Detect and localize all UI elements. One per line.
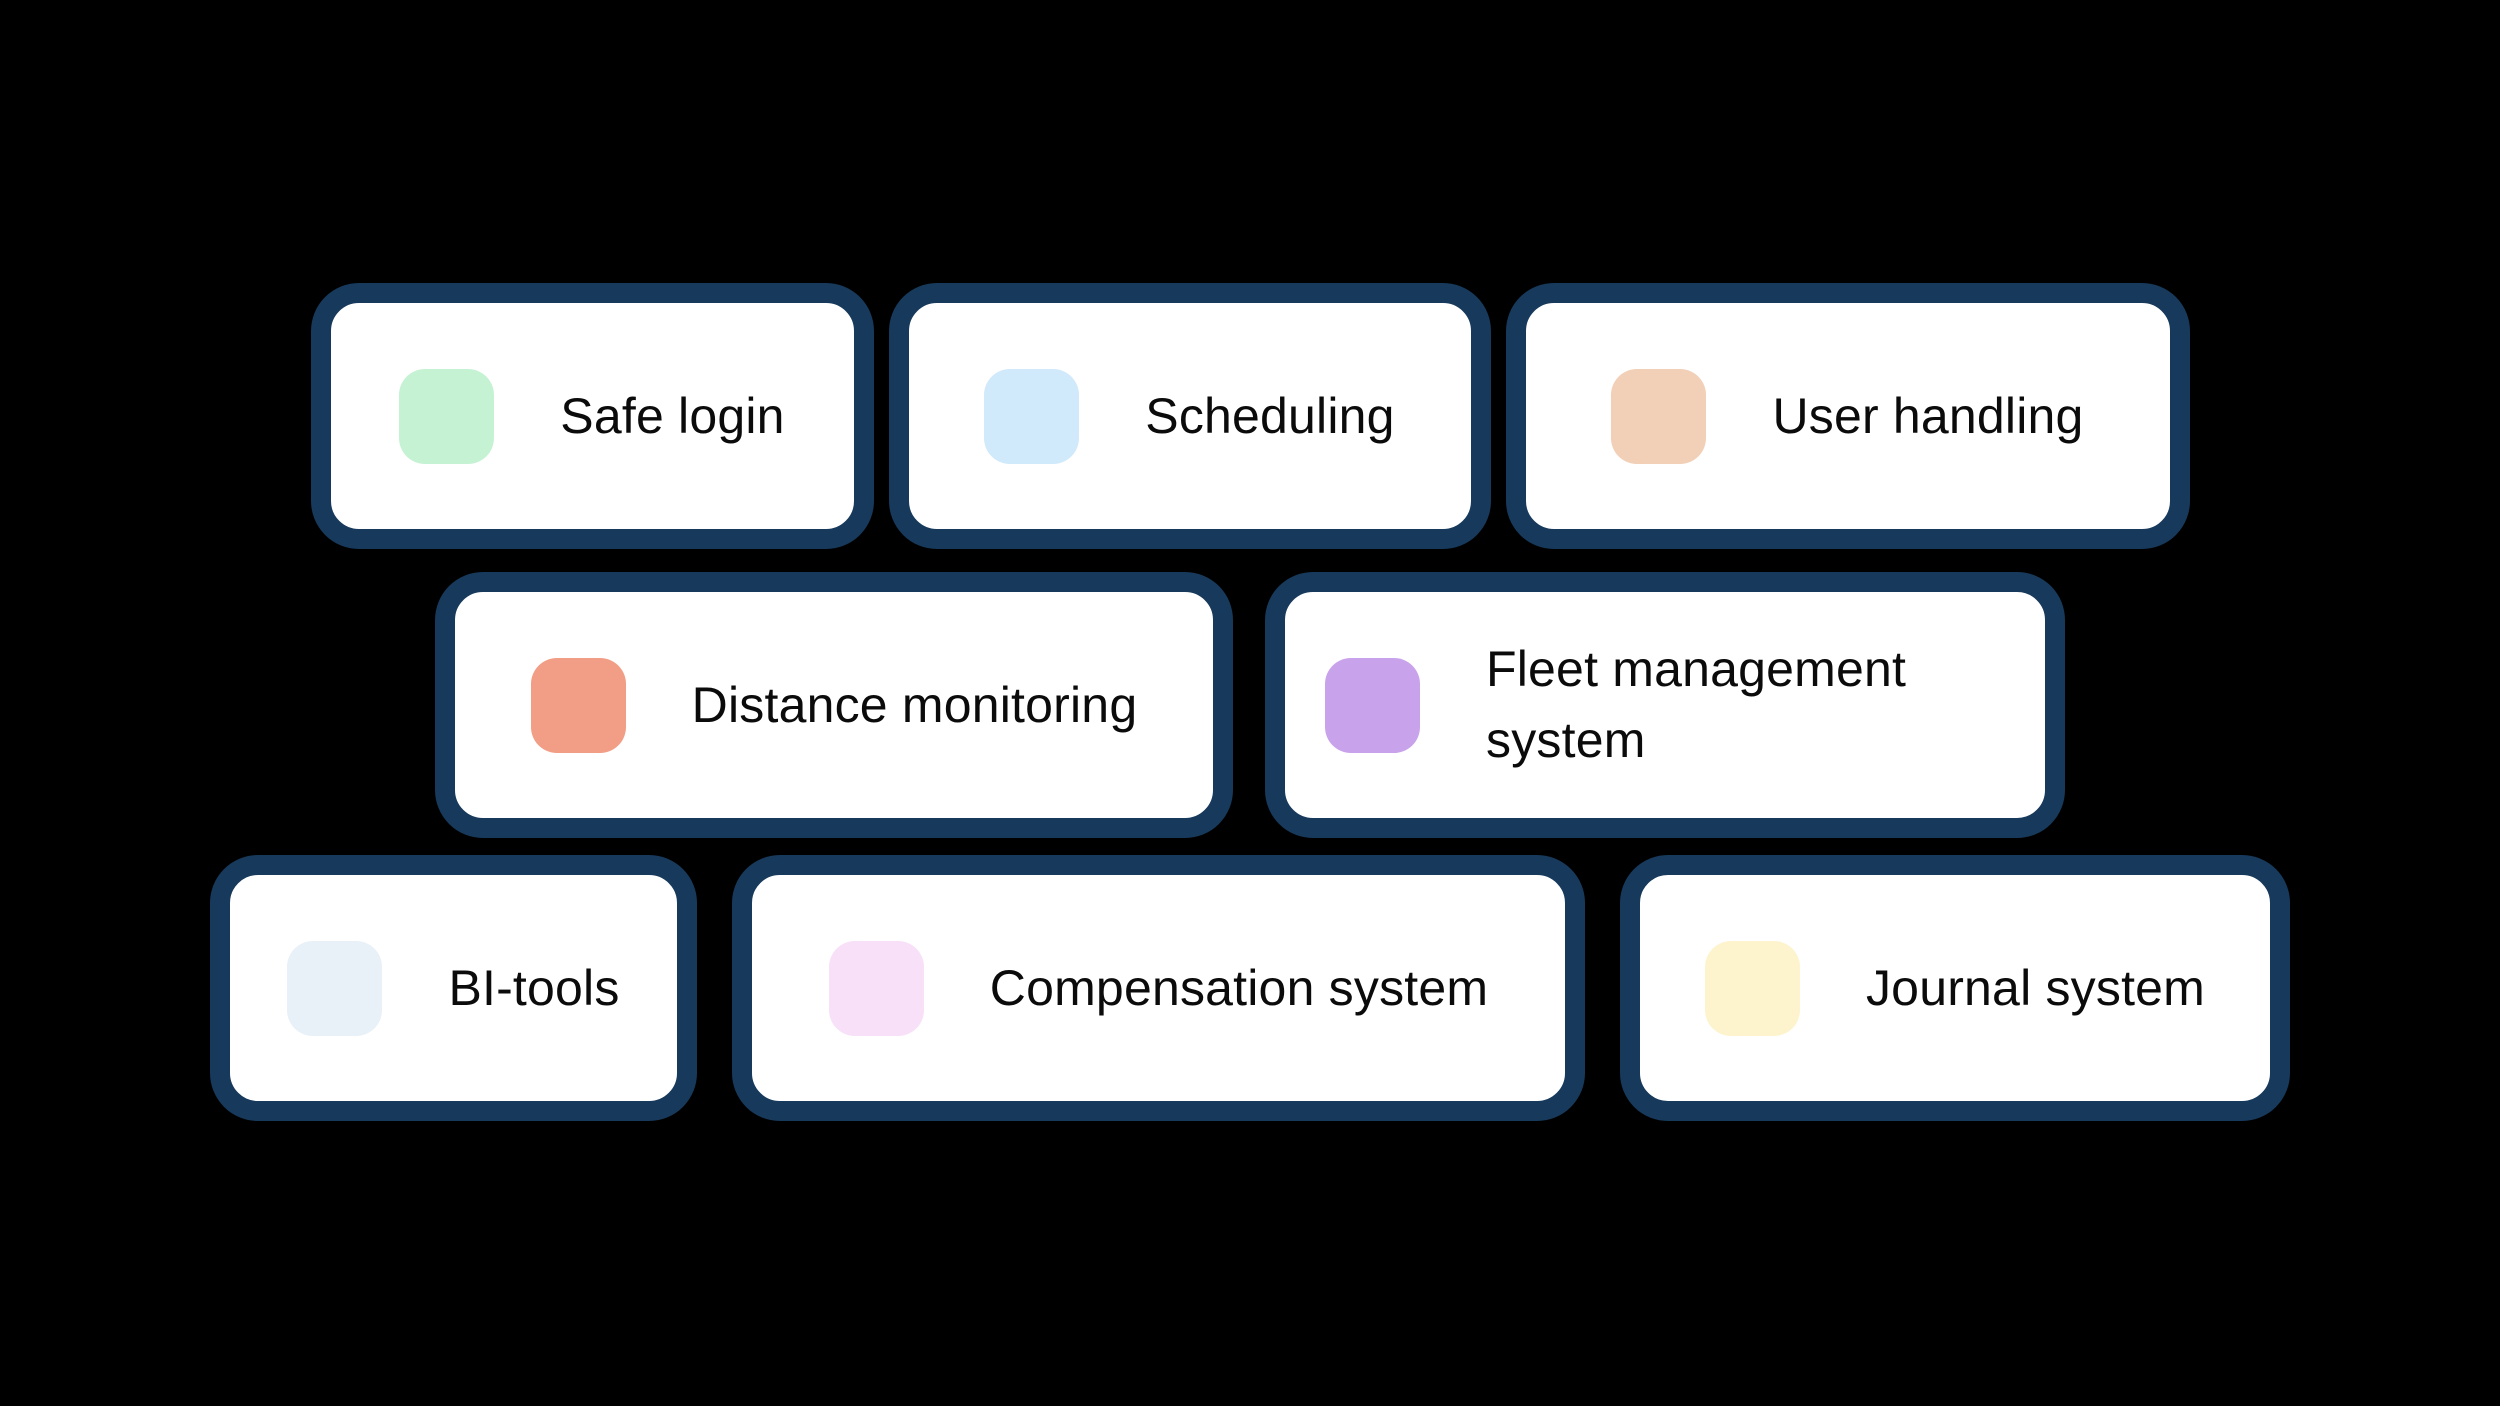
card-fleet-management-system: Fleet management system <box>1265 572 2065 838</box>
card-label: Distance monitoring <box>691 676 1138 733</box>
bi-tools-color-icon <box>287 940 383 1036</box>
card-row-3: BI-tools Compensation system Journal sys… <box>0 855 2500 1121</box>
card-label: User handling <box>1772 387 2084 444</box>
card-label: Scheduling <box>1145 387 1395 444</box>
distance-monitoring-color-icon <box>530 657 626 753</box>
card-label: Compensation system <box>989 959 1489 1016</box>
compensation-system-color-icon <box>828 940 924 1036</box>
card-bi-tools: BI-tools <box>210 855 697 1121</box>
card-label: Journal system <box>1865 959 2206 1016</box>
fleet-management-color-icon <box>1325 657 1420 753</box>
systems-diagram: Safe login Scheduling User handling Dist… <box>0 283 2500 1406</box>
card-distance-monitoring: Distance monitoring <box>435 572 1233 838</box>
card-row-1: Safe login Scheduling User handling <box>0 283 2500 549</box>
card-label: Fleet management system <box>1486 641 1907 768</box>
card-safe-login: Safe login <box>310 283 874 549</box>
card-label: Safe login <box>560 387 785 444</box>
scheduling-color-icon <box>984 368 1080 464</box>
card-journal-system: Journal system <box>1620 855 2290 1121</box>
card-scheduling: Scheduling <box>888 283 1491 549</box>
card-user-handling: User handling <box>1505 283 2190 549</box>
card-label: BI-tools <box>448 959 620 1016</box>
card-row-2: Distance monitoring Fleet management sys… <box>0 572 2500 838</box>
user-handling-color-icon <box>1611 368 1707 464</box>
safe-login-color-icon <box>399 368 495 464</box>
card-compensation-system: Compensation system <box>732 855 1585 1121</box>
journal-system-color-icon <box>1704 940 1800 1036</box>
